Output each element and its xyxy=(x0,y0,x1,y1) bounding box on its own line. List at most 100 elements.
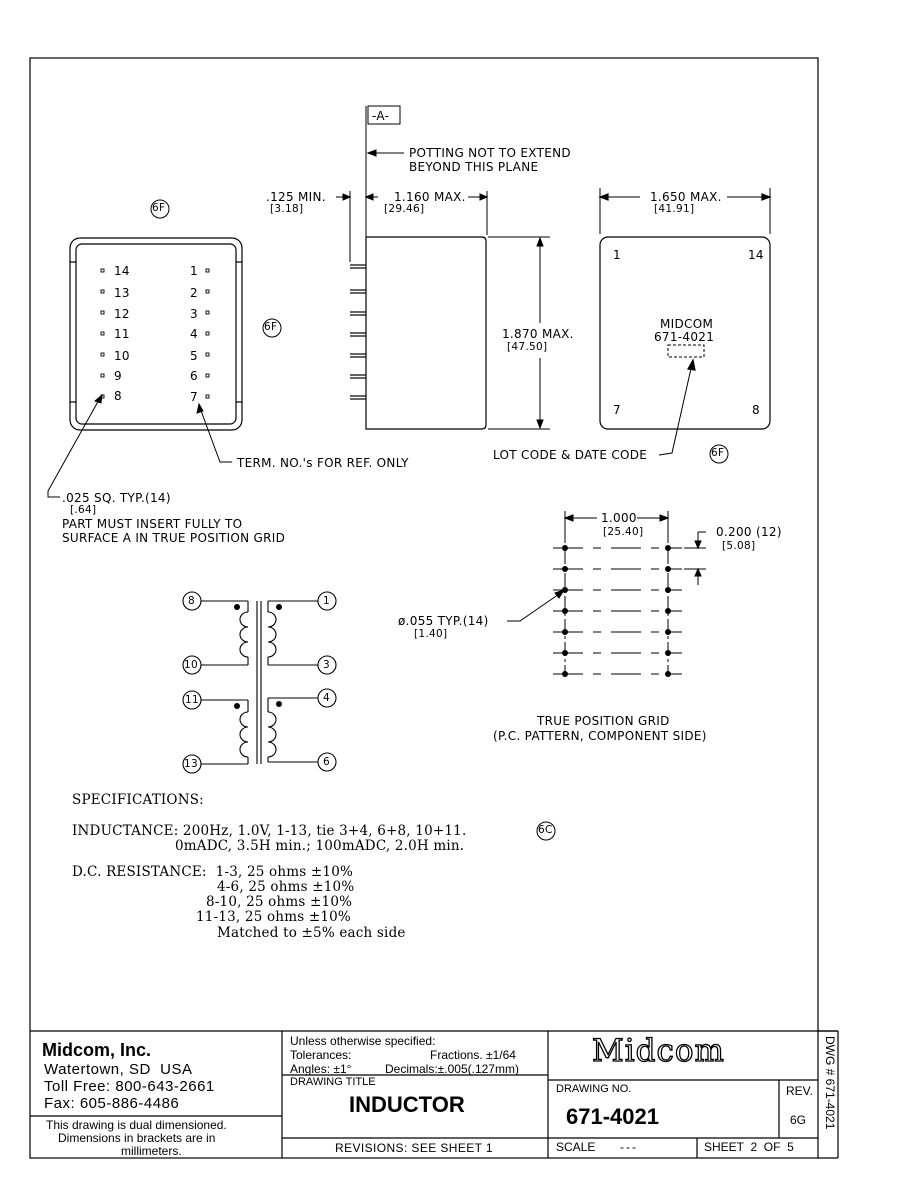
drawing-no-label: DRAWING NO. xyxy=(556,1083,632,1095)
rev-bubble: 6F xyxy=(264,321,278,333)
side-view xyxy=(350,236,487,430)
grid-dim-0200-mm: [5.08] xyxy=(722,540,756,552)
dual-dim-2: Dimensions in brackets are in xyxy=(58,1131,216,1145)
rev-bubble: 6C xyxy=(538,824,553,836)
grid-caption-1: TRUE POSITION GRID xyxy=(537,714,670,728)
polarity-dots xyxy=(234,604,282,709)
grid-caption-2: (P.C. PATTERN, COMPONENT SIDE) xyxy=(493,729,707,743)
pin-label-right: 2 xyxy=(190,286,198,300)
marking-company: MIDCOM xyxy=(660,317,714,331)
top-view-outline xyxy=(69,237,243,431)
specs-inductance-2: 0mADC, 3.5H min.; 100mADC, 2.0H min. xyxy=(175,838,465,854)
schematic-pin: 6 xyxy=(323,756,330,768)
dual-dim-1: This drawing is dual dimensioned. xyxy=(46,1118,227,1132)
tolerance-fractions: Fractions. ±1/64 xyxy=(430,1048,516,1062)
note-potting-2: BEYOND THIS PLANE xyxy=(409,160,539,174)
end-view xyxy=(598,188,772,456)
rev-bubble: 6F xyxy=(152,202,166,214)
pin-markers xyxy=(100,268,210,399)
specs-dcr-5: Matched to ±5% each side xyxy=(217,925,406,941)
drawing-title: INDUCTOR xyxy=(349,1092,465,1117)
grid-hole-dia: ø.055 TYP.(14) xyxy=(398,614,489,628)
rev-value: 6G xyxy=(790,1113,807,1127)
title-block-lines xyxy=(30,1030,839,1159)
pin-label-right: 3 xyxy=(190,307,198,321)
note-term-no: TERM. NO.'s FOR REF. ONLY xyxy=(237,456,409,470)
pin-label-left: 14 xyxy=(114,264,130,278)
end-corner-tr: 14 xyxy=(748,248,764,262)
marking-part: 671-4021 xyxy=(654,330,715,344)
rev-bubble: 6F xyxy=(711,447,725,459)
schematic-pin: 11 xyxy=(185,694,199,706)
pin-label-right: 7 xyxy=(190,390,198,404)
specs-inductance-1: INDUCTANCE: 200Hz, 1.0V, 1-13, tie 3+4, … xyxy=(72,823,467,839)
note-insert-2: SURFACE A IN TRUE POSITION GRID xyxy=(62,531,286,545)
pin-label-right: 4 xyxy=(190,327,198,341)
grid-holes xyxy=(562,545,671,677)
datum-plane xyxy=(336,105,489,262)
schematic-pin: 4 xyxy=(323,692,330,704)
specs-heading: SPECIFICATIONS: xyxy=(72,792,204,808)
pin-label-right: 1 xyxy=(190,264,198,278)
scale-label: SCALE xyxy=(556,1140,596,1154)
pin-sq-leader xyxy=(47,393,103,498)
schematic-pin: 13 xyxy=(184,758,198,770)
sheet-border xyxy=(29,57,819,1159)
tolerance-unless: Unless otherwise specified: xyxy=(290,1034,436,1048)
specs-dcr-3: 8-10, 25 ohms ±10% xyxy=(206,894,353,910)
schematic xyxy=(182,591,337,774)
pin-label-right: 6 xyxy=(190,369,198,383)
company-fax: Fax: 605-886-4486 xyxy=(44,1095,180,1112)
schematic-pin: 1 xyxy=(323,595,330,607)
rev-bubble-shapes xyxy=(150,199,729,841)
scale-value: --- xyxy=(620,1140,638,1154)
pin-label-left: 10 xyxy=(114,349,130,363)
tolerance-label: Tolerances: xyxy=(290,1048,352,1062)
dim-125-mm: [3.18] xyxy=(270,203,304,215)
note-pin-sq-mm: [.64] xyxy=(70,504,97,516)
pin-label-left: 8 xyxy=(114,389,122,403)
note-potting-1: POTTING NOT TO EXTEND xyxy=(409,146,571,160)
dim-1160-mm: [29.46] xyxy=(384,203,425,215)
schematic-pin: 10 xyxy=(184,659,198,671)
datum-label: -A- xyxy=(372,109,390,123)
note-pin-sq: .025 SQ. TYP.(14) xyxy=(62,491,171,505)
specs-dcr-1: D.C. RESISTANCE: 1-3, 25 ohms ±10% xyxy=(72,864,354,880)
rev-label: REV. xyxy=(786,1084,813,1098)
dual-dim-3: millimeters. xyxy=(121,1144,182,1158)
schematic-pin: 3 xyxy=(323,659,330,671)
company-name: Midcom, Inc. xyxy=(42,1040,152,1060)
dim-1160: 1.160 MAX. xyxy=(394,190,466,204)
grid-dim-1000: 1.000 xyxy=(601,511,637,525)
tolerance-angles: Angles: ±1° xyxy=(290,1062,352,1076)
sheet-number: SHEET 2 OF 5 xyxy=(704,1140,794,1154)
pin-label-left: 9 xyxy=(114,369,122,383)
dim-1650-mm: [41.91] xyxy=(654,203,695,215)
note-insert-1: PART MUST INSERT FULLY TO xyxy=(62,517,243,531)
dim-1870: 1.870 MAX. xyxy=(502,327,574,341)
grid-hole-dia-mm: [1.40] xyxy=(414,628,448,640)
grid-dim-0200: 0.200 (12) xyxy=(716,525,782,539)
grid-dim-1000-mm: [25.40] xyxy=(603,526,644,538)
drawing-no: 671-4021 xyxy=(566,1104,659,1129)
end-corner-br: 8 xyxy=(752,403,760,417)
midcom-logo: Midcom xyxy=(591,1033,725,1069)
dim-1650: 1.650 MAX. xyxy=(650,190,722,204)
dwg-number-vertical: DWG # 671-4021 xyxy=(823,1036,837,1130)
tolerance-decimals: Decimals:±.005(.127mm) xyxy=(385,1062,519,1076)
pin-label-left: 13 xyxy=(114,286,130,300)
end-corner-tl: 1 xyxy=(613,248,621,262)
revisions-note: REVISIONS: SEE SHEET 1 xyxy=(335,1141,493,1155)
drawing-title-label: DRAWING TITLE xyxy=(290,1076,376,1088)
specs-dcr-2: 4-6, 25 ohms ±10% xyxy=(217,879,355,895)
pin-label-left: 11 xyxy=(114,327,130,341)
note-lot-code: LOT CODE & DATE CODE xyxy=(493,448,648,462)
term-leader xyxy=(196,402,232,463)
height-dim xyxy=(488,236,550,430)
dim-1870-mm: [47.50] xyxy=(507,341,548,353)
end-corner-bl: 7 xyxy=(613,403,621,417)
company-address: Watertown, SD USA xyxy=(44,1061,193,1078)
schematic-pin: 8 xyxy=(188,595,195,607)
company-toll-free: Toll Free: 800-643-2661 xyxy=(44,1078,215,1095)
